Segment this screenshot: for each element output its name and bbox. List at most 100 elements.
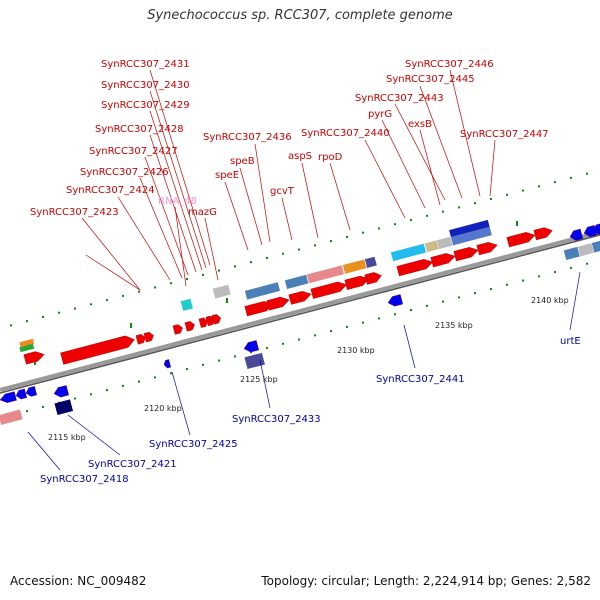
feature-box [306, 265, 344, 284]
feature-box-shape [180, 298, 193, 311]
track-dot [394, 313, 396, 316]
label-synrcc307-2427[interactable]: SynRCC307_2427 [89, 146, 178, 157]
feature-box-shape [212, 284, 231, 299]
track-dot [218, 269, 220, 272]
callout-line [27, 431, 61, 471]
label-synrcc307-2418[interactable]: SynRCC307_2418 [40, 474, 129, 485]
label-synrcc307-2425[interactable]: SynRCC307_2425 [149, 439, 238, 450]
feature-box [0, 409, 23, 425]
genome-backbone-shade [0, 234, 600, 394]
track-dot [234, 355, 236, 358]
track-dot [26, 410, 28, 413]
track-dot [282, 252, 284, 255]
track-dot [10, 324, 12, 327]
track-dot [522, 279, 524, 282]
gene-forward-shape [211, 314, 221, 325]
track-dot [202, 363, 204, 366]
label-synrcc307-2446[interactable]: SynRCC307_2446 [405, 59, 494, 70]
track-dot [554, 271, 556, 274]
label-synrcc307-2429[interactable]: SynRCC307_2429 [101, 100, 190, 111]
gene-forward-shape [143, 331, 154, 343]
label-urte[interactable]: urtE [560, 336, 581, 347]
label-synrcc307-2428[interactable]: SynRCC307_2428 [95, 124, 184, 135]
gene-forward-shape [60, 335, 135, 365]
track-dot [266, 346, 268, 349]
feature-box [19, 338, 35, 348]
label-synrcc307-2424[interactable]: SynRCC307_2424 [66, 185, 155, 196]
callout-line [239, 167, 263, 246]
gene-forward-shape [266, 296, 290, 311]
gene-reverse-shape [387, 294, 403, 307]
label-pyrg[interactable]: pyrG [368, 109, 392, 120]
track-dot [282, 342, 284, 345]
callout-line [204, 217, 219, 281]
callout-line [224, 181, 249, 251]
feature-box [436, 236, 453, 250]
gene-forward [453, 247, 479, 262]
track-dot [298, 338, 300, 341]
label-synrcc307-2436[interactable]: SynRCC307_2436 [203, 132, 292, 143]
gene-forward-shape [172, 324, 183, 335]
label-spee[interactable]: speE [215, 170, 239, 181]
label-synrcc307-2431[interactable]: SynRCC307_2431 [101, 59, 190, 70]
callout-line [149, 69, 211, 266]
tick-tracks [10, 172, 588, 417]
callout-line [281, 197, 293, 241]
page-title: Synechococcus sp. RCC307, complete genom… [147, 8, 453, 23]
label-speb[interactable]: speB [230, 156, 255, 167]
gene-reverse [53, 385, 69, 398]
label-synrcc307-2443[interactable]: SynRCC307_2443 [355, 93, 444, 104]
track-dot [362, 231, 364, 234]
label-exsb[interactable]: exsB [408, 119, 432, 130]
label-gcvt[interactable]: gcvT [270, 186, 295, 197]
track-dot [426, 304, 428, 307]
feature-box-shape [0, 409, 23, 425]
feature-box [19, 343, 35, 353]
feature-box-shape [449, 219, 490, 237]
gene-forward [288, 291, 312, 305]
gene-reverse [243, 340, 259, 353]
label-asps[interactable]: aspS [288, 151, 312, 162]
callout-line [85, 254, 141, 291]
major-tick [130, 323, 132, 328]
track-dot [122, 294, 124, 297]
label-synrcc307-2445[interactable]: SynRCC307_2445 [386, 74, 475, 85]
gene-forward [310, 281, 348, 299]
label-synrcc307-2426[interactable]: SynRCC307_2426 [80, 167, 169, 178]
track-dot [586, 172, 588, 175]
label-synrcc307-2430[interactable]: SynRCC307_2430 [101, 80, 190, 91]
label-synrcc307-2421[interactable]: SynRCC307_2421 [88, 459, 177, 470]
label-synrcc307-2447[interactable]: SynRCC307_2447 [460, 129, 549, 140]
feature-box-shape [424, 240, 439, 253]
label-synrcc307-2441[interactable]: SynRCC307_2441 [376, 374, 465, 385]
feature-box [284, 274, 309, 290]
track-dot [362, 321, 364, 324]
tick-label-2130: 2130 kbp [337, 346, 375, 355]
track-dot [330, 240, 332, 243]
callout-line [569, 271, 581, 331]
label-synrcc307-2440[interactable]: SynRCC307_2440 [301, 128, 390, 139]
feature-box [390, 243, 427, 262]
label-synrcc307-2433[interactable]: SynRCC307_2433 [232, 414, 321, 425]
label-rpod[interactable]: rpoD [318, 152, 343, 163]
gene-forward [198, 317, 208, 328]
gene-forward [143, 331, 154, 343]
gene-forward [396, 259, 434, 277]
label-mazg[interactable]: mazG [188, 207, 217, 218]
track-dot [506, 283, 508, 286]
gene-forward-shape [506, 232, 536, 248]
gene-forward-shape [198, 317, 208, 328]
track-dot [122, 384, 124, 387]
label-synrcc307-2423[interactable]: SynRCC307_2423 [30, 207, 119, 218]
track-dot [74, 397, 76, 400]
label-rna-48[interactable]: RNA_48 [158, 196, 197, 207]
feature-box-shape [591, 240, 600, 253]
genome-summary-text: Topology: circular; Length: 2,224,914 bp… [261, 574, 591, 588]
track-dot [42, 405, 44, 408]
track-dot [378, 227, 380, 230]
feature-box [591, 240, 600, 253]
track-dot [170, 282, 172, 285]
gene-forward-shape [288, 291, 312, 305]
gene-forward [344, 275, 370, 290]
track-dot [314, 334, 316, 337]
